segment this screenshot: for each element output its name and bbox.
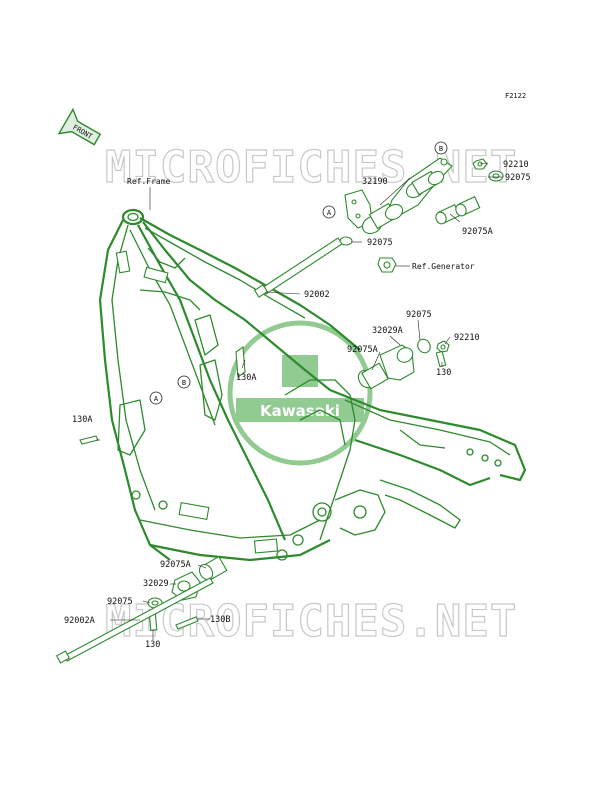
callout-b-mid: B	[177, 375, 191, 389]
svg-text:B: B	[182, 379, 186, 387]
label-92075-top-right: 92075	[505, 173, 531, 183]
figure-code: F2122	[505, 92, 526, 100]
label-92075A-top: 92075A	[462, 227, 493, 237]
svg-text:A: A	[154, 395, 159, 403]
logo-text: Kawasaki	[260, 402, 340, 420]
label-92075-low: 92075	[107, 597, 133, 607]
middle-mount-assembly	[235, 338, 450, 390]
front-arrow-icon: FRONT	[57, 107, 102, 146]
svg-text:B: B	[439, 145, 443, 153]
svg-text:A: A	[327, 209, 332, 217]
label-92075A-mid: 92075A	[347, 345, 378, 355]
label-ref-frame: Ref.Frame	[127, 177, 171, 186]
label-32029: 32029	[143, 579, 169, 589]
label-92210-mid: 92210	[454, 333, 480, 343]
label-32190: 32190	[362, 177, 388, 187]
callout-a-mid: A	[149, 391, 163, 405]
motorcycle-frame	[98, 208, 527, 562]
label-92002: 92002	[304, 290, 330, 300]
label-92210-top: 92210	[503, 160, 529, 170]
label-92075-top-left: 92075	[367, 238, 393, 248]
label-130B: 130B	[210, 615, 230, 625]
label-130-low: 130	[145, 640, 160, 650]
part-labels: Ref.Frame 32190 92210 92075 92075 92075A…	[64, 160, 531, 650]
label-130A-left: 130A	[72, 415, 92, 425]
label-92075A-low: 92075A	[160, 560, 191, 570]
leader-lines	[96, 162, 503, 640]
label-130A-center: 130A	[236, 373, 256, 383]
label-92075-mid: 92075	[406, 310, 432, 320]
callout-a-top: A	[322, 205, 336, 219]
label-130-mid: 130	[436, 368, 451, 378]
label-ref-generator: Ref.Generator	[412, 262, 475, 271]
lower-mount-assembly	[55, 435, 228, 664]
kawasaki-logo: Kawasaki	[227, 320, 373, 466]
callout-b-top: B	[434, 141, 448, 155]
label-92002A: 92002A	[64, 616, 95, 626]
label-32029A: 32029A	[372, 326, 403, 336]
upper-mount-assembly	[253, 157, 504, 298]
